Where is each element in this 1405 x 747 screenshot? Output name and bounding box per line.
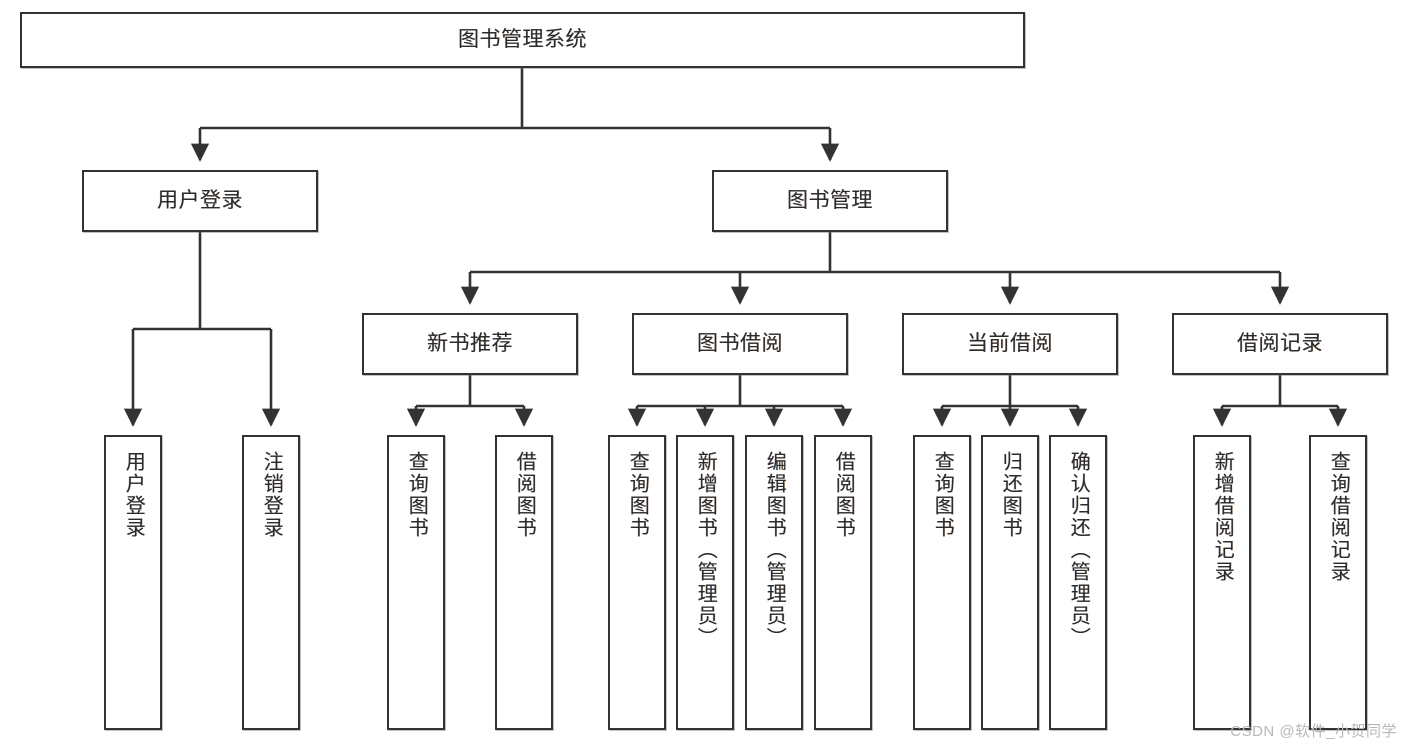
leaf-current-return-label: 归还图书 <box>999 451 1022 539</box>
node-book-borrow[interactable]: 图书借阅 <box>632 313 848 375</box>
leaf-borrow-edit-book-label: 编辑图书（管理员） <box>763 451 786 649</box>
leaf-user-login-signin-label: 用户登录 <box>122 451 145 539</box>
leaf-borrow-query[interactable]: 查询图书 <box>608 435 666 730</box>
leaf-user-login-signout-label: 注销登录 <box>260 451 283 539</box>
leaf-new-books-query[interactable]: 查询图书 <box>387 435 445 730</box>
leaf-new-books-borrow-label: 借阅图书 <box>513 451 536 539</box>
leaf-records-query-label: 查询借阅记录 <box>1327 451 1350 583</box>
leaf-current-return[interactable]: 归还图书 <box>981 435 1039 730</box>
leaf-borrow-add-book[interactable]: 新增图书（管理员） <box>676 435 734 730</box>
leaf-records-add[interactable]: 新增借阅记录 <box>1193 435 1251 730</box>
leaf-borrow-query-label: 查询图书 <box>626 451 649 539</box>
leaf-current-query[interactable]: 查询图书 <box>913 435 971 730</box>
node-new-book-recommend-label: 新书推荐 <box>427 331 513 355</box>
watermark: CSDN @软件_小贺同学 <box>1230 723 1397 740</box>
leaf-borrow-edit-book[interactable]: 编辑图书（管理员） <box>745 435 803 730</box>
node-borrow-records[interactable]: 借阅记录 <box>1172 313 1388 375</box>
node-user-login-label: 用户登录 <box>157 188 243 212</box>
leaf-user-login-signout[interactable]: 注销登录 <box>242 435 300 730</box>
node-book-management-label: 图书管理 <box>787 188 873 212</box>
node-user-login[interactable]: 用户登录 <box>82 170 318 232</box>
node-book-borrow-label: 图书借阅 <box>697 331 783 355</box>
leaf-current-query-label: 查询图书 <box>931 451 954 539</box>
leaf-user-login-signin[interactable]: 用户登录 <box>104 435 162 730</box>
node-book-management[interactable]: 图书管理 <box>712 170 948 232</box>
leaf-records-add-label: 新增借阅记录 <box>1211 451 1234 583</box>
leaf-new-books-borrow[interactable]: 借阅图书 <box>495 435 553 730</box>
leaf-current-confirm-return-label: 确认归还（管理员） <box>1067 451 1090 649</box>
node-current-borrow-label: 当前借阅 <box>967 331 1053 355</box>
leaf-records-query[interactable]: 查询借阅记录 <box>1309 435 1367 730</box>
node-borrow-records-label: 借阅记录 <box>1237 331 1323 355</box>
node-new-book-recommend[interactable]: 新书推荐 <box>362 313 578 375</box>
node-root[interactable]: 图书管理系统 <box>20 12 1025 68</box>
leaf-borrow-add-book-label: 新增图书（管理员） <box>694 451 717 649</box>
leaf-current-confirm-return[interactable]: 确认归还（管理员） <box>1049 435 1107 730</box>
node-root-label: 图书管理系统 <box>458 27 587 51</box>
leaf-borrow-borrow-book[interactable]: 借阅图书 <box>814 435 872 730</box>
leaf-borrow-borrow-book-label: 借阅图书 <box>832 451 855 539</box>
leaf-new-books-query-label: 查询图书 <box>405 451 428 539</box>
node-current-borrow[interactable]: 当前借阅 <box>902 313 1118 375</box>
